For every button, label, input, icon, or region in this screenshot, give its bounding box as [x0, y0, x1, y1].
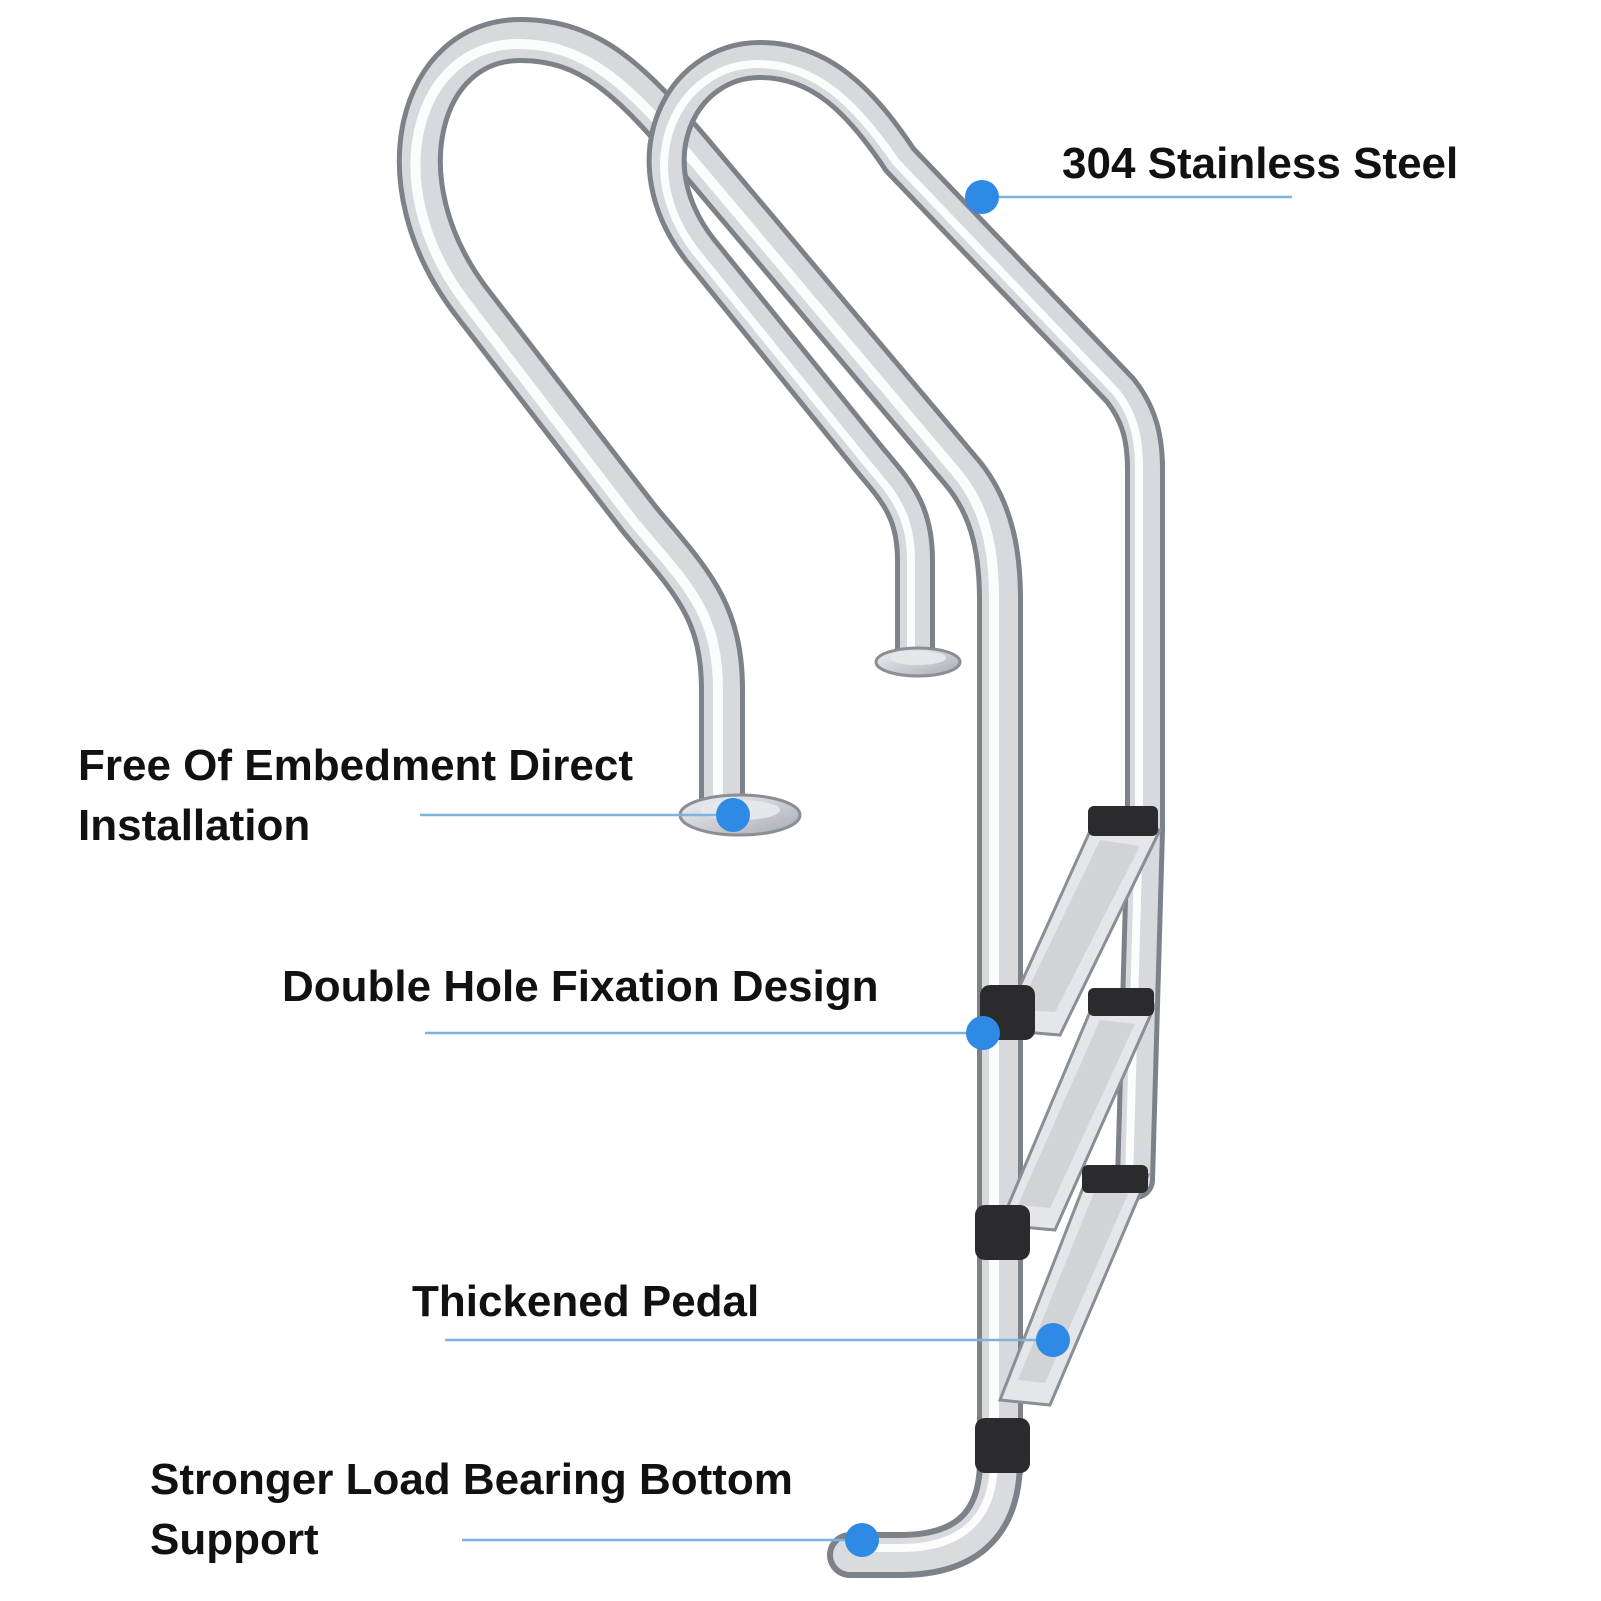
label-stainless: 304 Stainless Steel [1062, 134, 1458, 194]
label-embedment-line-1: Free Of Embedment Direct [78, 741, 634, 790]
right-handrail [646, 40, 1165, 1200]
callout-dot-icon [1036, 1323, 1070, 1357]
label-stainless-line-1: 304 Stainless Steel [1062, 139, 1459, 188]
callout-dot-icon [716, 798, 750, 832]
label-pedal: Thickened Pedal [412, 1272, 759, 1332]
label-bottom-line-2: Support [150, 1515, 319, 1564]
label-double-hole: Double Hole Fixation Design [282, 957, 879, 1017]
callout-dot-icon [845, 1523, 879, 1557]
left-handrail [396, 17, 1023, 1578]
callout-dot-icon [966, 1016, 1000, 1050]
label-embedment: Free Of Embedment Direct Installation [78, 736, 633, 856]
label-bottom: Stronger Load Bearing Bottom Support [150, 1450, 793, 1570]
callout-dot-icon [965, 180, 999, 214]
tread-2 [975, 988, 1158, 1260]
ladder-treads [975, 806, 1163, 1473]
label-embedment-line-2: Installation [78, 801, 311, 850]
label-double-hole-line-1: Double Hole Fixation Design [282, 962, 879, 1011]
callout-lines [420, 195, 1292, 1542]
label-pedal-line-1: Thickened Pedal [412, 1277, 760, 1326]
label-bottom-line-1: Stronger Load Bearing Bottom [150, 1455, 793, 1504]
callout-dots [716, 180, 1070, 1557]
tread-1 [980, 806, 1163, 1040]
